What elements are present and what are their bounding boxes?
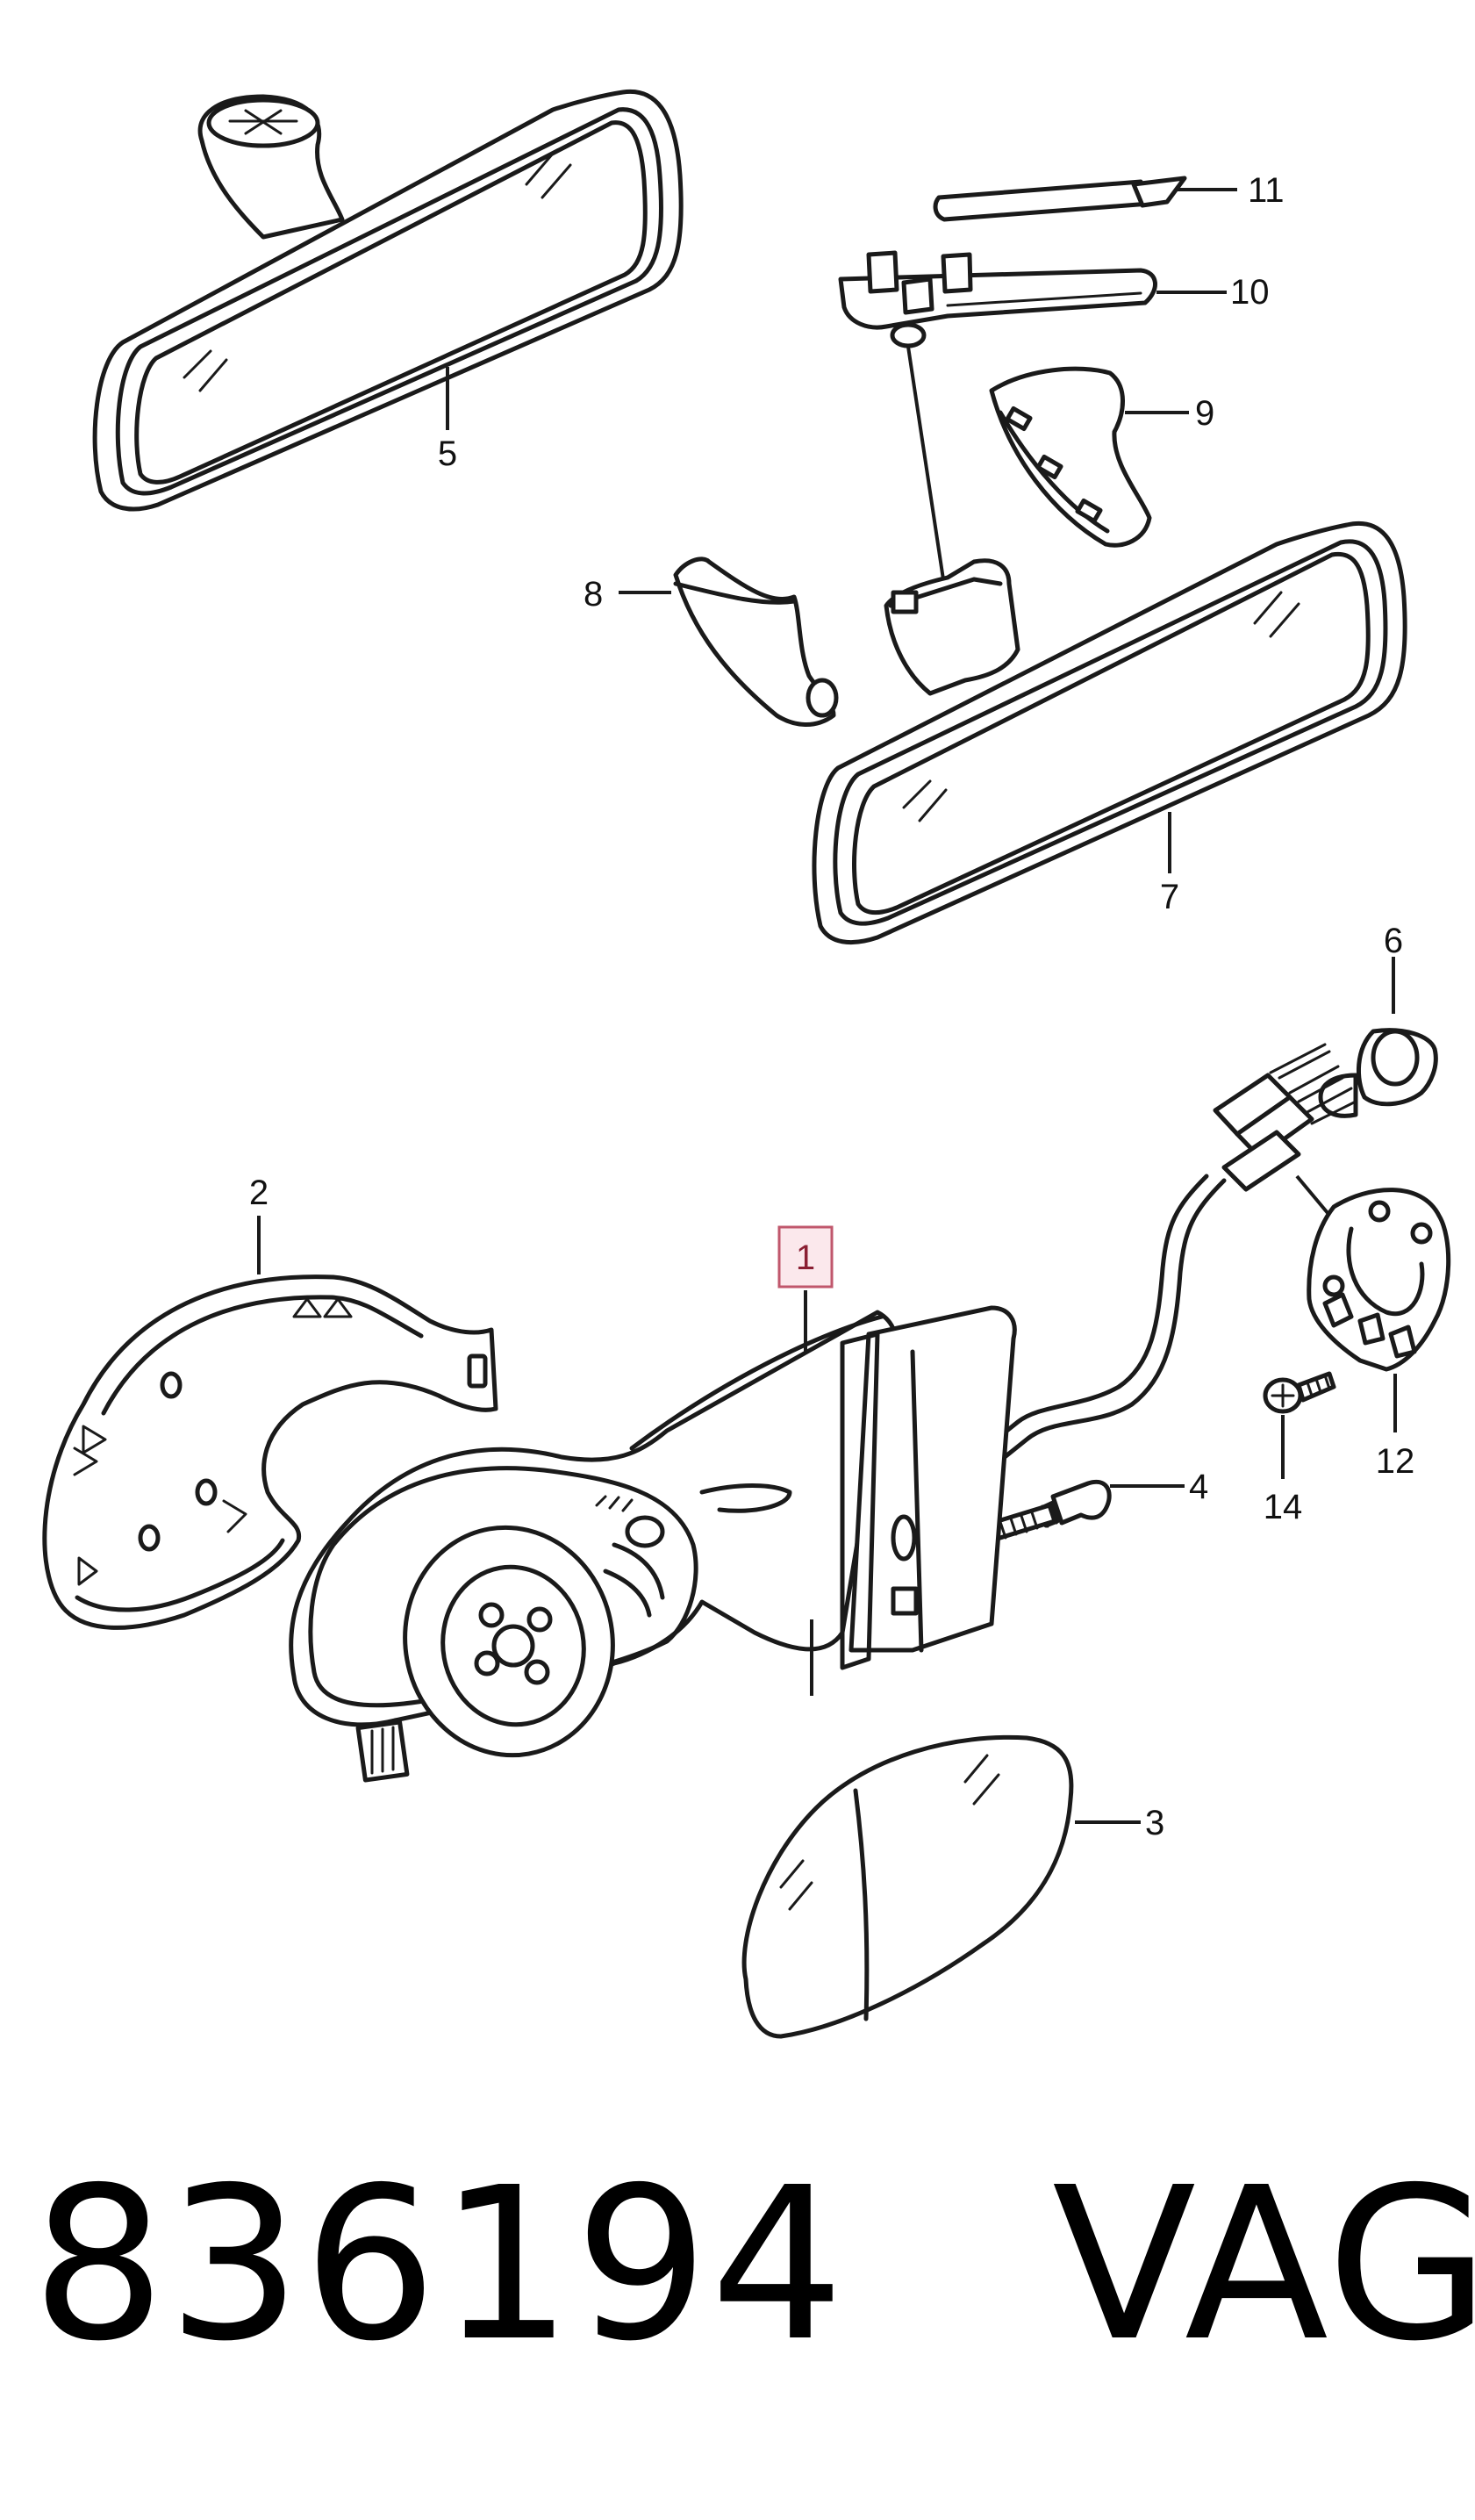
screw-14: 14 (1263, 1371, 1336, 1526)
mirror-glass: 3 (741, 1734, 1164, 2039)
mirror-mount-bracket: 10 (838, 250, 1270, 580)
mirror-housing-cap: 2 (42, 1174, 498, 1630)
screw-4: 4 (984, 1468, 1208, 1543)
callout-1-highlight-box (777, 1225, 834, 1289)
callout-1: 1 (796, 1238, 815, 1277)
rear-view-mirror-lower: 7 (812, 521, 1407, 945)
rear-view-mirror-upper: 5 (92, 89, 684, 512)
callout-8: 8 (584, 575, 603, 614)
callout-2: 2 (249, 1174, 269, 1212)
trim-strip: 11 (933, 171, 1285, 222)
mount-cover-lower: 8 (584, 556, 839, 727)
adjustment-motor-bracket: 12 (1307, 1188, 1451, 1481)
callout-4: 4 (1189, 1468, 1208, 1506)
wiring-connector (993, 1043, 1379, 1460)
callout-12: 12 (1376, 1442, 1415, 1481)
footer-part-number-brand: 836194 VAG (32, 2159, 1475, 2370)
mount-cover-upper: 9 (989, 366, 1214, 548)
callout-9: 9 (1195, 394, 1214, 433)
callout-5: 5 (438, 434, 457, 473)
bulb-holder: 6 (1318, 922, 1438, 1118)
footer-part-number: 836194 (32, 2142, 847, 2387)
mirror-assembly: 1 (289, 1225, 1017, 1783)
callout-3: 3 (1145, 1804, 1164, 1842)
footer-brand: VAG (1052, 2142, 1475, 2387)
callout-14: 14 (1264, 1488, 1303, 1526)
callout-6: 6 (1384, 922, 1403, 960)
callout-7: 7 (1160, 878, 1179, 916)
callout-11: 11 (1248, 171, 1285, 210)
callout-10: 10 (1230, 273, 1270, 312)
